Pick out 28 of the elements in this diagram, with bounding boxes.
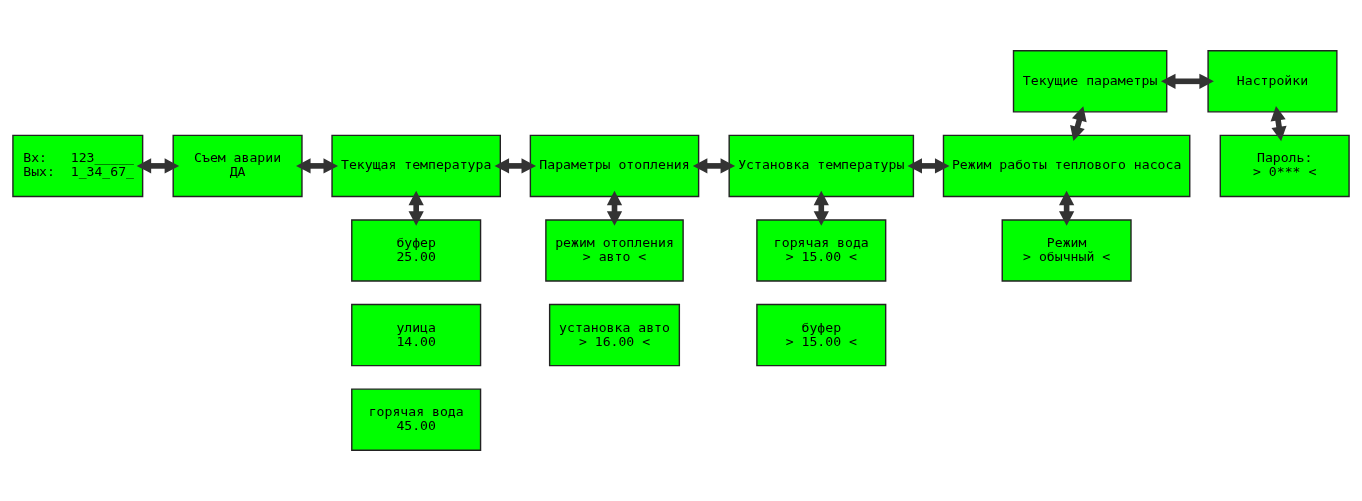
node-box: Текущая температура — [331, 134, 501, 198]
node-box: Настройки — [1207, 50, 1338, 113]
node-box: горячая вода > 15.00 < — [756, 219, 887, 282]
node-box: Вх: 123_____ Вых: 1_34_67_ — [12, 134, 144, 198]
arrow — [296, 158, 339, 174]
arrow — [1270, 106, 1287, 142]
node-box: режим отопления > авто < — [545, 219, 684, 282]
node-box: Параметры отопления — [529, 134, 700, 198]
arrow — [1160, 73, 1214, 89]
node-box: установка авто > 16.00 < — [548, 303, 681, 367]
node-box: Съем аварии ДА — [172, 134, 303, 198]
arrow — [1059, 190, 1075, 226]
node-box: буфер 25.00 — [351, 219, 482, 282]
node-box: Режим работы теплового насоса — [942, 134, 1191, 198]
arrow — [907, 158, 950, 174]
node-box: буфер > 15.00 < — [756, 303, 887, 367]
arrow — [494, 158, 537, 174]
node-box: Установка температуры — [728, 134, 915, 198]
arrow — [408, 190, 424, 226]
arrow — [606, 190, 623, 226]
node-box: Текущие параметры — [1012, 50, 1168, 113]
node-box: Режим > обычный < — [1001, 219, 1132, 282]
arrow — [136, 158, 180, 174]
node-box: горячая вода 45.00 — [351, 388, 482, 451]
node-box: Пароль: > 0*** < — [1219, 134, 1350, 198]
node-box: улица 14.00 — [351, 303, 482, 367]
arrow — [813, 190, 829, 226]
arrow — [692, 158, 736, 174]
